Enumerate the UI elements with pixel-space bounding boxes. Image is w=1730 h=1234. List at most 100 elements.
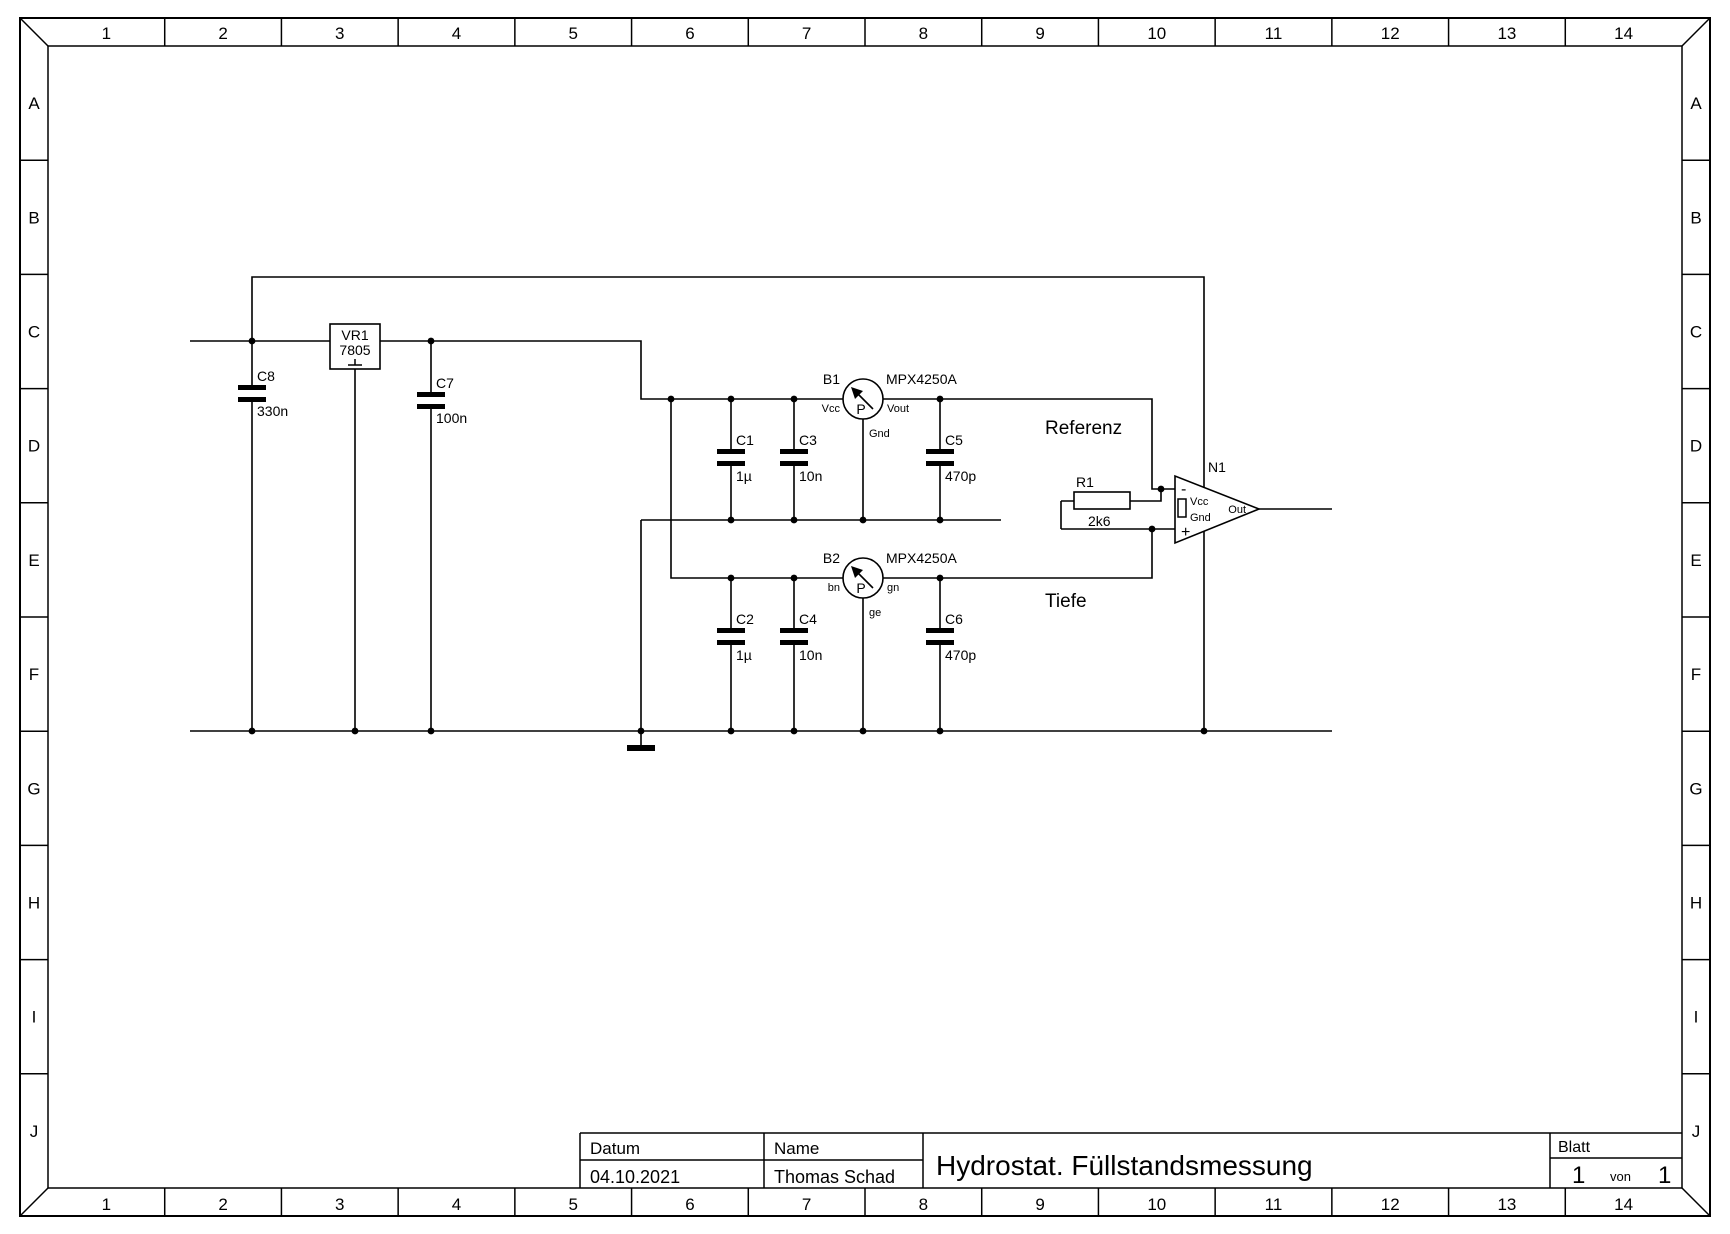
n1-internal-symbol bbox=[1177, 498, 1187, 518]
component-vr1: VR1 7805 bbox=[329, 323, 381, 370]
c4-ref: C4 bbox=[799, 611, 817, 627]
frame-row-label: J bbox=[30, 1122, 39, 1141]
frame-column-label: 13 bbox=[1497, 1195, 1516, 1214]
c3-value: 10n bbox=[799, 468, 822, 484]
sheet-current: 1 bbox=[1572, 1162, 1585, 1189]
wire-b1-out bbox=[862, 398, 1175, 520]
b2-pressure-arrow-icon bbox=[851, 566, 863, 578]
frame-row-label: F bbox=[29, 665, 39, 684]
b1-part: MPX4250A bbox=[886, 371, 957, 387]
component-c3: C3 10n bbox=[780, 432, 822, 484]
frame-column-label: 5 bbox=[568, 1195, 577, 1214]
frame-column-label: 8 bbox=[919, 1195, 928, 1214]
component-b2: P B2 MPX4250A bn gn ge bbox=[823, 550, 958, 619]
frame-column-label: 12 bbox=[1381, 1195, 1400, 1214]
frame-column-label: 14 bbox=[1614, 24, 1633, 43]
component-b1: P B1 MPX4250A Vcc Vout Gnd bbox=[822, 371, 958, 440]
frame-column-label: 6 bbox=[685, 24, 694, 43]
sheet-title: Hydrostat. Füllstandsmessung bbox=[936, 1150, 1313, 1181]
c4-value: 10n bbox=[799, 647, 822, 663]
name-value: Thomas Schad bbox=[774, 1167, 895, 1187]
component-c4: C4 10n bbox=[780, 611, 822, 663]
frame-column-label: 3 bbox=[335, 24, 344, 43]
b2-ref: B2 bbox=[823, 550, 840, 566]
frame-column-label: 10 bbox=[1147, 24, 1166, 43]
frame-row-label: A bbox=[1690, 94, 1702, 113]
frame-column-label: 1 bbox=[102, 1195, 111, 1214]
component-r1: R1 2k6 bbox=[1073, 474, 1131, 529]
frame-corner-diagonals bbox=[19, 17, 1711, 1217]
component-c7: C7 100n bbox=[417, 375, 467, 426]
frame-row-label: G bbox=[1689, 779, 1702, 798]
frame-row-label: F bbox=[1691, 665, 1701, 684]
frame-column-label: 6 bbox=[685, 1195, 694, 1214]
frame-column-label: 12 bbox=[1381, 24, 1400, 43]
frame-column-label: 9 bbox=[1035, 1195, 1044, 1214]
component-c1: C1 1µ bbox=[717, 432, 754, 484]
frame-row-label: B bbox=[28, 208, 39, 227]
n1-pin-out: Out bbox=[1228, 504, 1246, 516]
n1-pin-vcc: Vcc bbox=[1190, 496, 1209, 508]
frame-row-label: H bbox=[28, 894, 40, 913]
junction-dots bbox=[248, 337, 1208, 735]
sheet-total: 1 bbox=[1658, 1162, 1671, 1189]
frame-row-label: E bbox=[1690, 551, 1701, 570]
frame-column-label: 11 bbox=[1265, 24, 1283, 43]
frame-column-label: 9 bbox=[1035, 24, 1044, 43]
c5-ref: C5 bbox=[945, 432, 963, 448]
n1-ref: N1 bbox=[1208, 459, 1226, 475]
wire-b2-out bbox=[862, 528, 1175, 731]
component-c2: C2 1µ bbox=[717, 611, 754, 663]
wire-n1 bbox=[1203, 508, 1332, 731]
frame-row-label: J bbox=[1692, 1122, 1701, 1141]
frame-row-label: C bbox=[1690, 323, 1702, 342]
component-c5: C5 470p bbox=[926, 432, 976, 484]
c6-ref: C6 bbox=[945, 611, 963, 627]
vr1-ref: VR1 bbox=[341, 327, 368, 343]
wire-r1 bbox=[1060, 489, 1162, 529]
frame-column-label: 1 bbox=[102, 24, 111, 43]
c7-value: 100n bbox=[436, 410, 467, 426]
name-label: Name bbox=[774, 1139, 819, 1158]
r1-value: 2k6 bbox=[1088, 513, 1111, 529]
frame-column-label: 4 bbox=[452, 1195, 461, 1214]
frame-column-label: 4 bbox=[452, 24, 461, 43]
frame-outer-border bbox=[19, 17, 1711, 1217]
wire-vin-top bbox=[251, 276, 1205, 731]
frame-column-label: 11 bbox=[1265, 1195, 1283, 1214]
frame-column-label: 2 bbox=[218, 24, 227, 43]
c7-ref: C7 bbox=[436, 375, 454, 391]
frame-row-label: G bbox=[27, 779, 40, 798]
vr1-gnd-tab-icon bbox=[348, 359, 362, 366]
frame-row-label: D bbox=[1690, 437, 1702, 456]
c2-ref: C2 bbox=[736, 611, 754, 627]
c6-value: 470p bbox=[945, 647, 976, 663]
c1-value: 1µ bbox=[736, 468, 752, 484]
frame-row-label: D bbox=[28, 437, 40, 456]
wire-caps-bottom-bank bbox=[730, 578, 941, 731]
b2-pin-gn: gn bbox=[887, 582, 899, 594]
circuit-wires bbox=[190, 276, 1332, 745]
b2-pin-ge: ge bbox=[869, 607, 881, 619]
frame-row-label: H bbox=[1690, 894, 1702, 913]
component-c8: C8 330n bbox=[238, 368, 288, 419]
frame-column-label: 13 bbox=[1497, 24, 1516, 43]
component-c6: C6 470p bbox=[926, 611, 976, 663]
frame-column-label: 7 bbox=[802, 24, 811, 43]
b2-symbol-letter: P bbox=[856, 580, 865, 596]
sheet-conjunction: von bbox=[1610, 1169, 1631, 1184]
c2-value: 1µ bbox=[736, 647, 752, 663]
b1-symbol-letter: P bbox=[856, 401, 865, 417]
c8-ref: C8 bbox=[257, 368, 275, 384]
net-label-tiefe: Tiefe bbox=[1045, 591, 1087, 612]
b1-pin-gnd: Gnd bbox=[869, 428, 890, 440]
wire-supply bbox=[190, 340, 843, 579]
frame-column-label: 8 bbox=[919, 24, 928, 43]
component-n1: N1 - + Vcc Gnd Out bbox=[1174, 459, 1262, 545]
frame-row-label: A bbox=[28, 94, 40, 113]
frame-column-label: 14 bbox=[1614, 1195, 1633, 1214]
